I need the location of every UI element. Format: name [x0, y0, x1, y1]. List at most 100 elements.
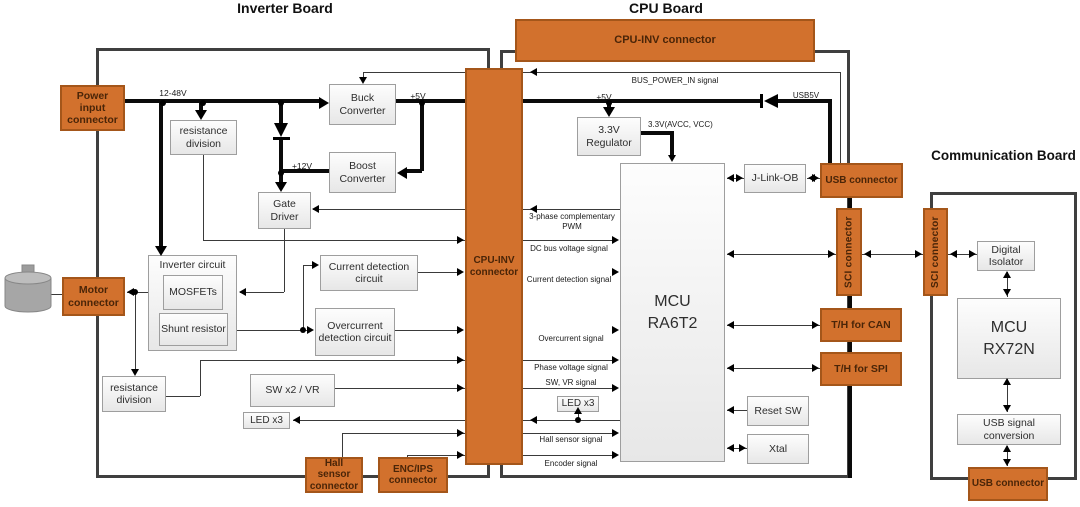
isolator-mcu-wire [1007, 272, 1009, 297]
label-encoder-signal: Encoder signal [544, 459, 598, 468]
enc-ips-connector: ENC/IPS connector [378, 457, 448, 493]
overcurrent-into-connector-arrow [457, 326, 464, 334]
junction-dot [200, 100, 206, 106]
shunt-resistor-block: Shunt resistor [159, 313, 228, 346]
bus-diode-icon [274, 123, 288, 137]
overcurrent-out-wire [395, 330, 458, 332]
into-overcurrent-det-arrow [307, 326, 314, 334]
label-plus12v: +12V [291, 161, 313, 171]
led-into-connector-arrow [530, 416, 537, 424]
boost-converter-block: Boost Converter [329, 152, 396, 193]
mcu-ra6t2-block: MCU RA6T2 [620, 163, 725, 462]
sci-mid-l-arrow [864, 250, 871, 258]
can-wire [727, 325, 820, 327]
jlink-mcu-l-arrow [727, 174, 734, 182]
into-buck-top-arrow [359, 77, 367, 84]
resistance-division-bottom-block: resistance division [102, 376, 166, 412]
phase-into-mcu-arrow [612, 356, 619, 364]
dc-into-mcu-arrow [612, 236, 619, 244]
isolator-down-arrow [1003, 289, 1011, 296]
junction-dot [278, 170, 284, 176]
rx72n-up-arrow [1003, 378, 1011, 385]
junction-dot [606, 100, 612, 106]
label-bus-power-in: BUS_POWER_IN signal [631, 76, 719, 85]
conv-up-arrow [1003, 445, 1011, 452]
mosfets-block: MOSFETs [163, 275, 223, 310]
into-current-det-arrow [312, 261, 319, 269]
into-isolator-arrow [969, 250, 976, 258]
12v-to-gate-wire [279, 173, 283, 185]
junction-dot [300, 327, 306, 333]
into-rdiv-bottom-arrow [131, 369, 139, 376]
junction-dot [278, 100, 284, 106]
gate-to-inverter-wire [240, 292, 284, 294]
into-mcu-top-arrow [668, 155, 676, 162]
into-motor-connector-arrow [127, 288, 134, 296]
cpu-board-title: CPU Board [629, 0, 703, 16]
jlink-usb-r-arrow [812, 174, 819, 182]
usb-connector-cpu: USB connector [820, 163, 903, 198]
reg-output-wire-v [670, 133, 674, 156]
overcurrent-into-mcu-arrow [612, 326, 619, 334]
overcurrent-detection-block: Overcurrent detection circuit [315, 308, 395, 356]
current-detection-block: Current detection circuit [320, 255, 418, 291]
usb-signal-conversion-block: USB signal conversion [957, 414, 1061, 445]
phase-wire-b [200, 360, 613, 362]
spi-wire [727, 368, 820, 370]
shunt-up-wire [303, 265, 305, 330]
label-phase-signal: Phase voltage signal [534, 363, 608, 372]
into-inverter-circuit-arrow [155, 246, 167, 256]
led-x3-inverter-block: LED x3 [243, 412, 290, 429]
gate-driver-block: Gate Driver [258, 192, 311, 229]
label-dc-bus-signal: DC bus voltage signal [530, 244, 608, 253]
label-overcurrent-signal: Overcurrent signal [538, 334, 604, 343]
hall-into-mcu-arrow [612, 429, 619, 437]
spi-l-arrow [727, 364, 734, 372]
junction-dot [419, 100, 425, 106]
can-r-arrow [812, 321, 819, 329]
bus-power-in-wire [363, 72, 840, 74]
label-plus5v-inverter: +5V [410, 91, 426, 101]
hall-into-connector-arrow [457, 429, 464, 437]
rx72n-down-arrow [1003, 405, 1011, 412]
sci-connector-comm: SCI connector [923, 208, 948, 296]
into-boost-arrow [397, 167, 407, 179]
th-for-spi-block: T/H for SPI [820, 352, 902, 386]
power-input-connector: Power input connector [60, 85, 125, 131]
swvr-into-mcu-arrow [612, 384, 619, 392]
pwm-into-connector-arrow [530, 205, 537, 213]
label-pwm-signal: 3-phase complementary PWM [529, 212, 615, 231]
usb5v-down-wire [828, 103, 832, 163]
led-branch-wire [578, 413, 580, 420]
bus-diode-bar [273, 137, 290, 140]
sw-vr-block: SW x2 / VR [250, 374, 335, 407]
plus5v-to-boost-wire [420, 103, 424, 171]
label-bus-voltage: 12-48V [159, 88, 187, 98]
xtal-l-arrow [727, 444, 734, 452]
regulator-3v3-block: 3.3V Regulator [577, 117, 641, 156]
mcu-rx72n-block: MCU RX72N [957, 298, 1061, 379]
enc-into-connector-arrow [457, 451, 464, 459]
buspower-into-connector-arrow [530, 68, 537, 76]
sci-comm-l-arrow [950, 250, 957, 258]
label-usb5v: USB5V [792, 91, 820, 100]
into-regulator-arrow [603, 107, 615, 117]
inverter-board-title: Inverter Board [237, 0, 333, 16]
can-l-arrow [727, 321, 734, 329]
conv-down-arrow [1003, 459, 1011, 466]
sci-mid-r-arrow [915, 250, 922, 258]
motor-stub-wire [48, 294, 62, 296]
label-avcc: 3.3V(AVCC, VCC) [648, 120, 713, 129]
plus5v-wire [396, 99, 760, 103]
communication-board-title: Communication Board [931, 148, 1076, 163]
diode-to-12v-wire [279, 140, 283, 173]
reset-wire [727, 410, 747, 412]
isolator-up-arrow [1003, 271, 1011, 278]
phase-into-connector-arrow [457, 356, 464, 364]
xtal-wire [727, 448, 747, 450]
shunt-out-wire [237, 330, 303, 332]
junction-dot [575, 417, 581, 423]
led-wire [293, 420, 620, 422]
bus-to-inverter-circuit-wire [159, 103, 163, 246]
